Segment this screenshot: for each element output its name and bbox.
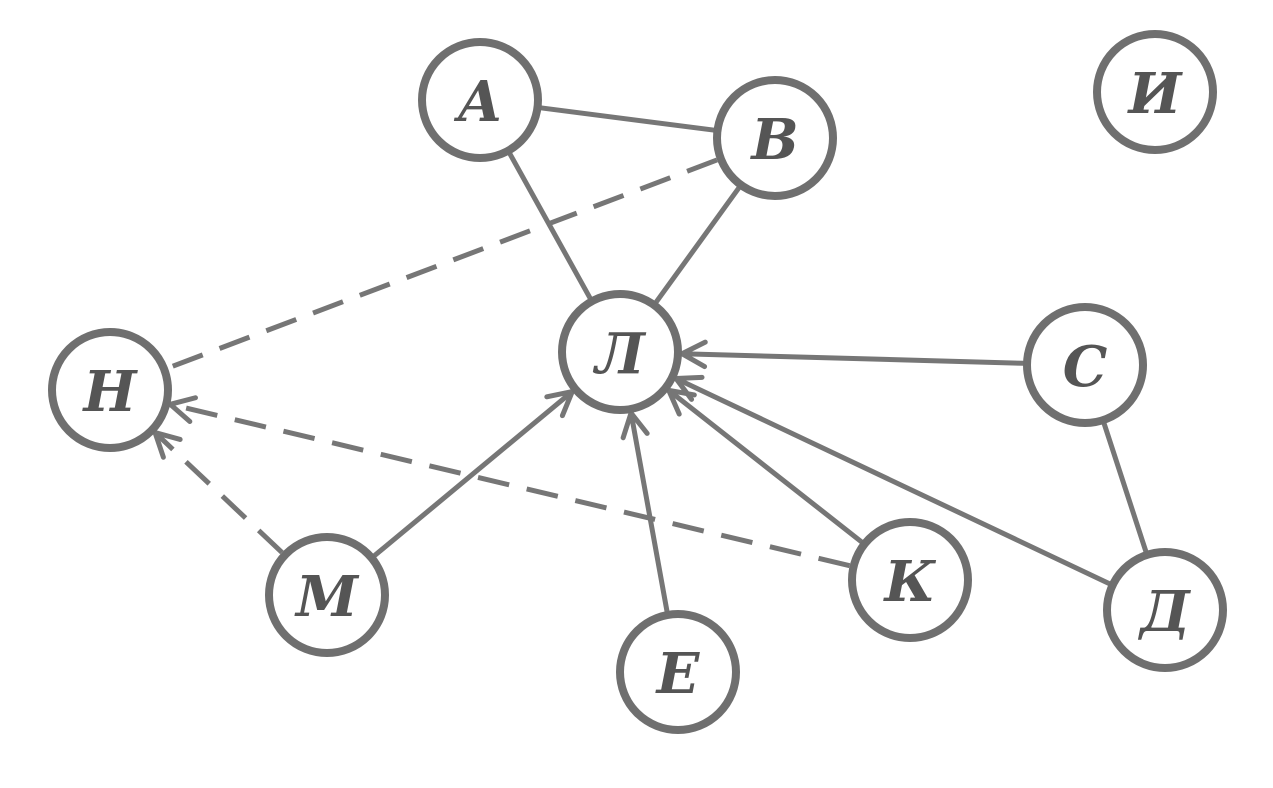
node-label-B: В (749, 107, 798, 173)
arrowhead-D-L (673, 374, 705, 402)
edge-B-L (653, 185, 742, 305)
node-label-E: Е (655, 641, 701, 707)
node-label-L: Л (592, 321, 647, 387)
node-A: А (418, 38, 542, 162)
node-K: К (848, 518, 972, 642)
edge-K-L (666, 387, 864, 545)
node-circle-M (265, 533, 389, 657)
node-label-K: К (883, 549, 937, 615)
node-label-S: С (1063, 334, 1108, 400)
edge-S-L (679, 351, 1026, 366)
node-B: В (713, 76, 837, 200)
node-M: М (265, 533, 389, 657)
node-circle-D (1103, 548, 1227, 672)
edge-E-L (628, 410, 670, 614)
node-N: Н (48, 328, 172, 452)
node-circle-B (713, 76, 837, 200)
node-circle-K (848, 518, 972, 642)
node-I: И (1093, 30, 1217, 154)
node-circle-E (616, 610, 740, 734)
node-circle-S (1023, 303, 1147, 427)
edge-K-N (169, 401, 851, 569)
node-label-A: А (453, 69, 503, 135)
edge-A-B (538, 105, 717, 133)
node-label-I: И (1127, 61, 1184, 127)
node-circle-N (48, 328, 172, 452)
edge-M-N (153, 430, 284, 555)
node-E: Е (616, 610, 740, 734)
node-circle-I (1093, 30, 1217, 154)
node-circle-A (418, 38, 542, 162)
node-label-D: Д (1137, 579, 1191, 645)
node-D: Д (1103, 548, 1227, 672)
edge-S-D (1101, 421, 1149, 554)
node-label-M: М (294, 564, 360, 630)
nodes-layer: А В И Л С Н М К Д Е (48, 30, 1227, 734)
node-L: Л (558, 290, 682, 414)
edge-M-L (372, 389, 575, 558)
edge-D-L (673, 376, 1112, 586)
edge-A-L (507, 151, 593, 301)
node-S: С (1023, 303, 1147, 427)
node-circle-L (558, 290, 682, 414)
node-label-N: Н (82, 359, 139, 425)
